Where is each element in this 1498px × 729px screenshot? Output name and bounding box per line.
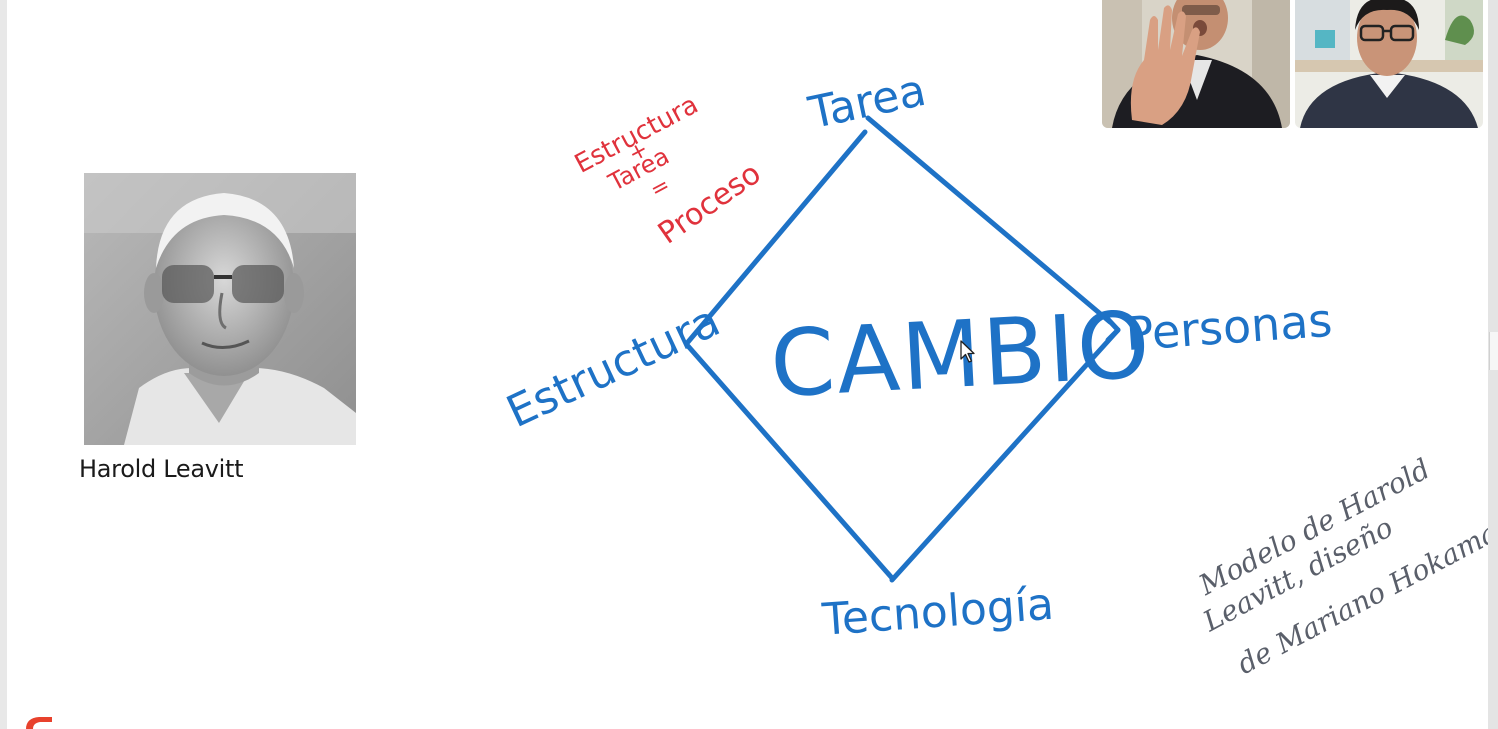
side-panel-handle[interactable] [1489,332,1498,370]
label-tecnologia: Tecnología [820,579,1056,646]
left-window-edge [0,0,7,729]
gray-note-credit: Modelo de Harold Leavitt, diseño de Mari… [1193,452,1498,681]
label-personas: Personas [1124,293,1334,361]
mouse-pointer-icon [960,340,975,363]
label-tarea: Tarea [804,65,931,140]
leavitt-diamond [685,115,1121,583]
label-estructura: Estructura [499,295,728,438]
person-caption: Harold Leavitt [79,455,244,483]
brand-logo-icon [26,717,52,729]
video-tile-participant[interactable] [1295,0,1483,128]
red-note-proceso: Estructura + Tarea = Proceso [570,90,767,252]
red-note-line-5: Proceso [652,156,768,252]
harold-leavitt-photo [84,173,356,445]
video-tile-presenter[interactable] [1102,0,1290,128]
